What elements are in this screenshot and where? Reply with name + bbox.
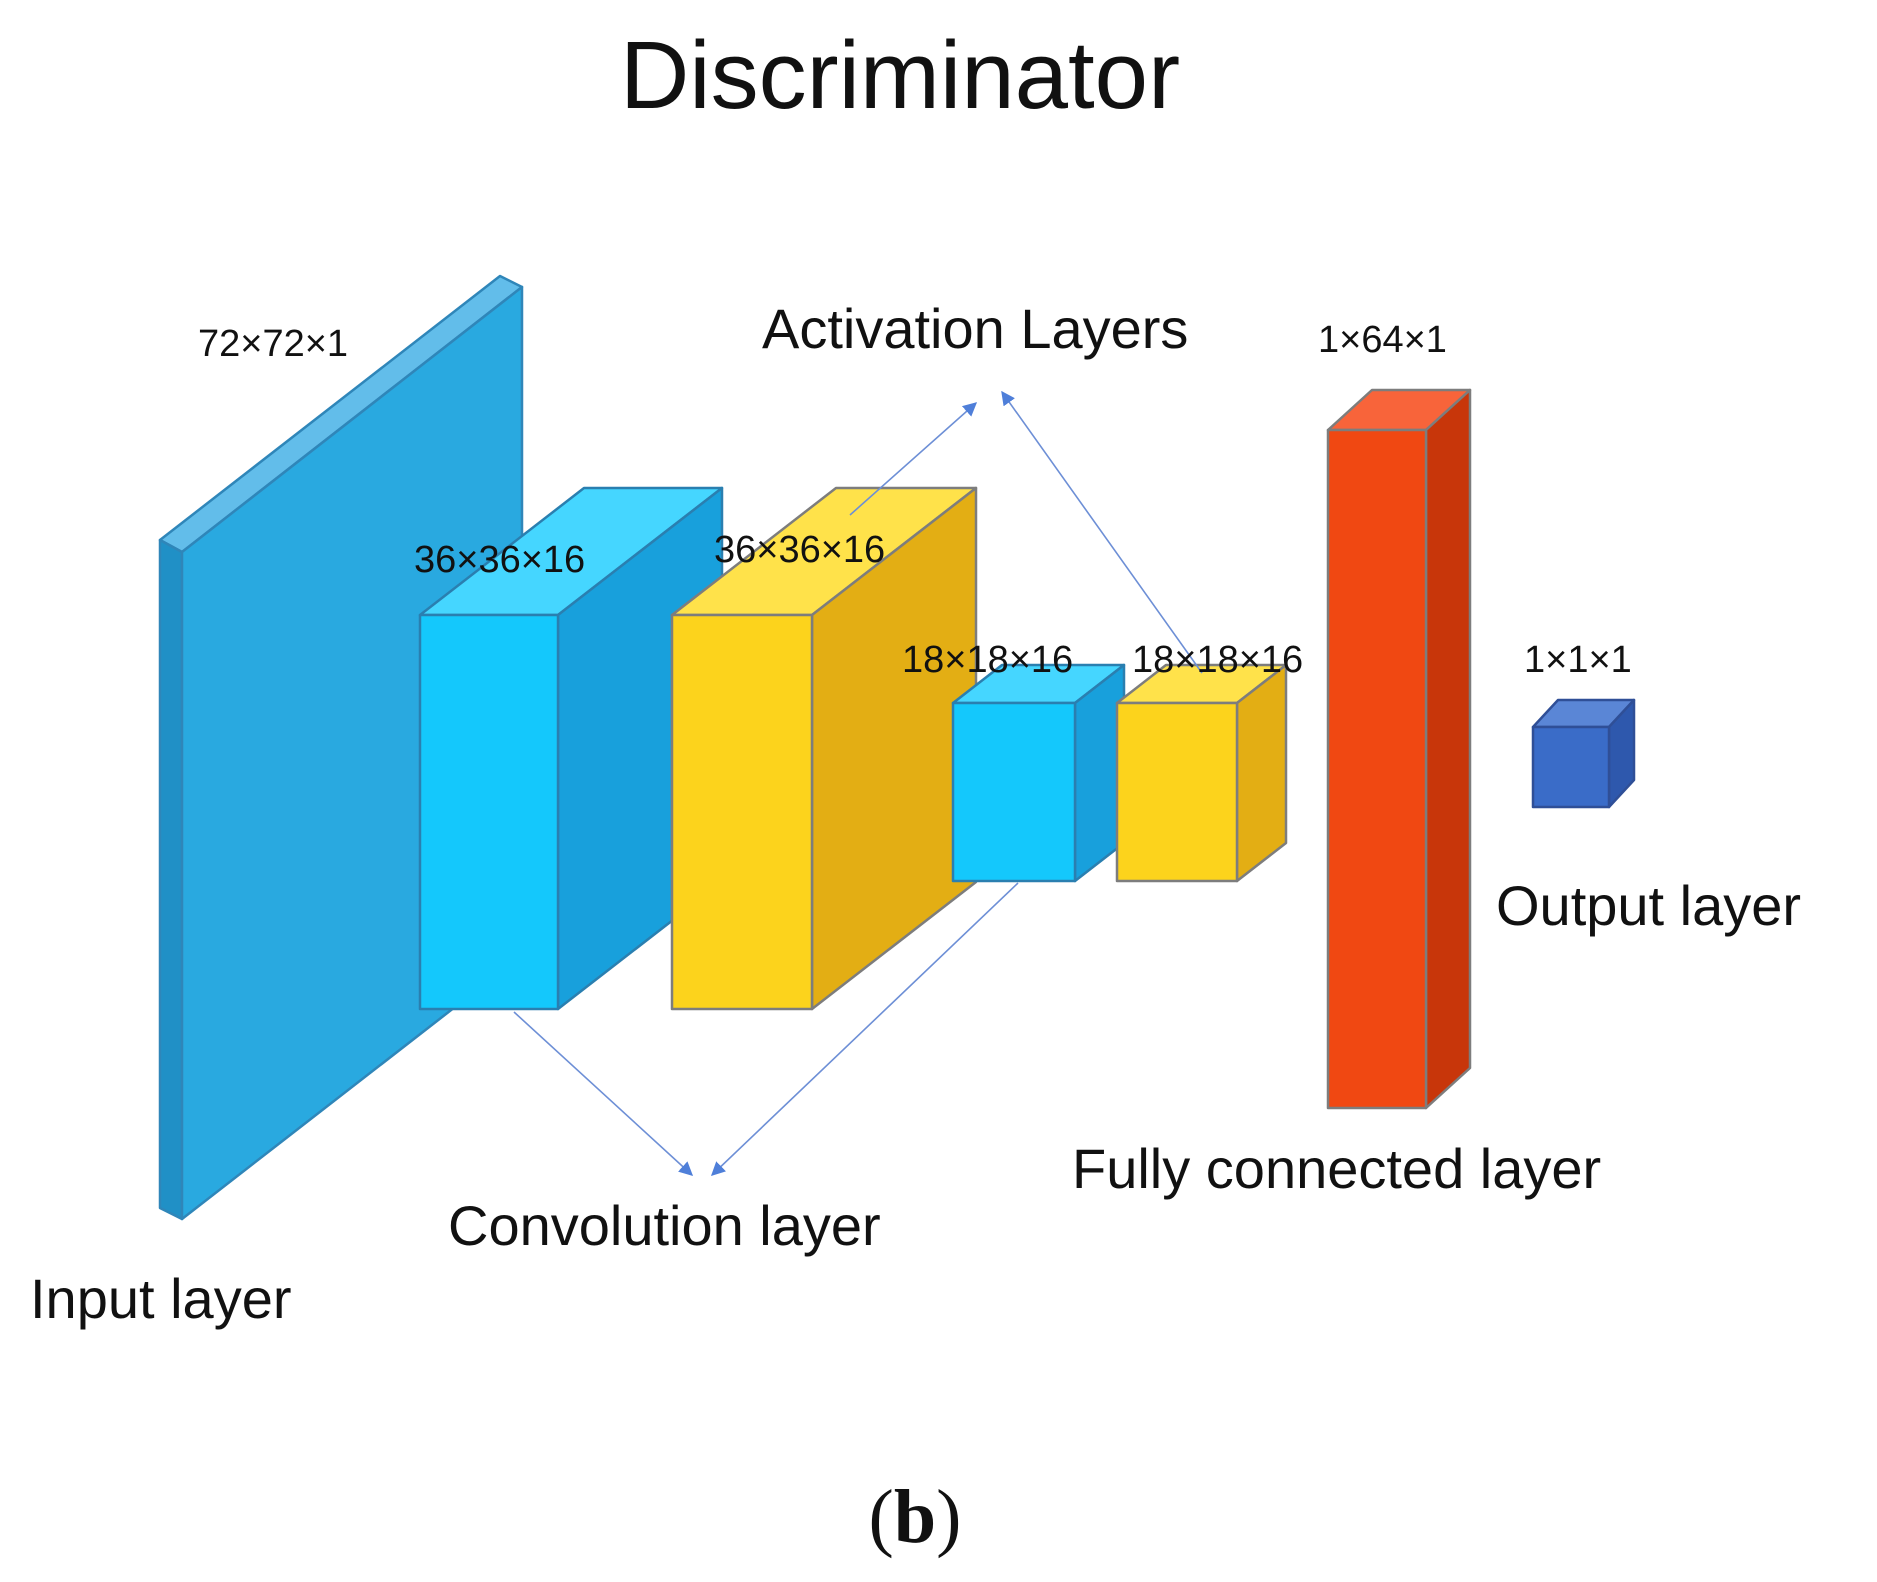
activation-block-2 (1115, 663, 1288, 883)
convolution-layer-label: Convolution layer (448, 1194, 881, 1257)
output-dimension-label: 1×1×1 (1524, 639, 1632, 681)
conv1-dimension-label: 36×36×16 (414, 539, 585, 581)
fc-dimension-label: 1×64×1 (1318, 319, 1447, 361)
diagram-title: Discriminator (620, 22, 1180, 129)
arrow-conv1-to-convolution-label (513, 1011, 694, 1176)
act2-dimension-label: 18×18×16 (1132, 639, 1303, 681)
arrow-conv2-to-convolution-label (710, 882, 1019, 1176)
activation-layers-label: Activation Layers (762, 297, 1188, 360)
figure-caption: (b) (869, 1475, 962, 1559)
output-block (1531, 698, 1636, 809)
arrow-act1-to-activation-label (849, 402, 978, 516)
output-layer-label: Output layer (1496, 874, 1801, 937)
conv2-dimension-label: 18×18×16 (902, 639, 1073, 681)
arrow-act2-to-activation-label (1001, 390, 1203, 674)
activation-block-1 (670, 486, 978, 1011)
act1-dimension-label: 36×36×16 (714, 529, 885, 571)
convolution-block-2 (951, 663, 1126, 883)
fully-connected-layer-label: Fully connected layer (1072, 1137, 1601, 1200)
input-dimension-label: 72×72×1 (198, 323, 348, 365)
input-layer-label: Input layer (30, 1267, 292, 1330)
fully-connected-block (1326, 388, 1472, 1110)
